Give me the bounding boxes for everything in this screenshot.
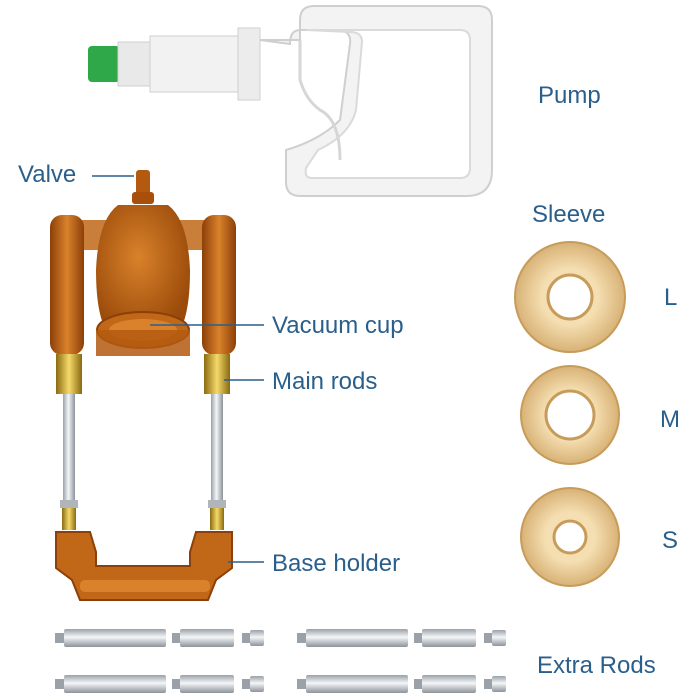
extra-rods	[55, 629, 506, 693]
pump-illustration	[88, 5, 493, 197]
main-rod-right-chrome	[211, 394, 223, 506]
vacuum-cup	[96, 205, 190, 336]
extra-rods-row-1	[55, 629, 506, 647]
main-rods-label: Main rods	[272, 368, 378, 395]
pump-nozzle	[88, 46, 120, 82]
device-illustration	[50, 170, 236, 601]
extra-rods-label: Extra Rods	[537, 652, 656, 679]
main-rod-left-chrome	[63, 394, 75, 506]
valve-label: Valve	[18, 161, 77, 188]
valve	[136, 170, 150, 196]
size-s-label: S	[662, 527, 679, 554]
sleeve-s	[520, 487, 620, 587]
pump-label: Pump	[538, 82, 601, 109]
sleeve-label: Sleeve	[532, 201, 606, 228]
size-l-label: L	[664, 284, 678, 311]
main-rod-left-amber	[50, 215, 84, 355]
extra-rods-row-2	[55, 675, 506, 693]
size-m-label: M	[660, 406, 680, 433]
sleeve-m	[520, 365, 620, 465]
main-rod-right-amber	[202, 215, 236, 355]
sleeve-l	[514, 241, 626, 353]
vacuum-cup-label: Vacuum cup	[272, 312, 404, 339]
base-holder-label: Base holder	[272, 550, 401, 577]
